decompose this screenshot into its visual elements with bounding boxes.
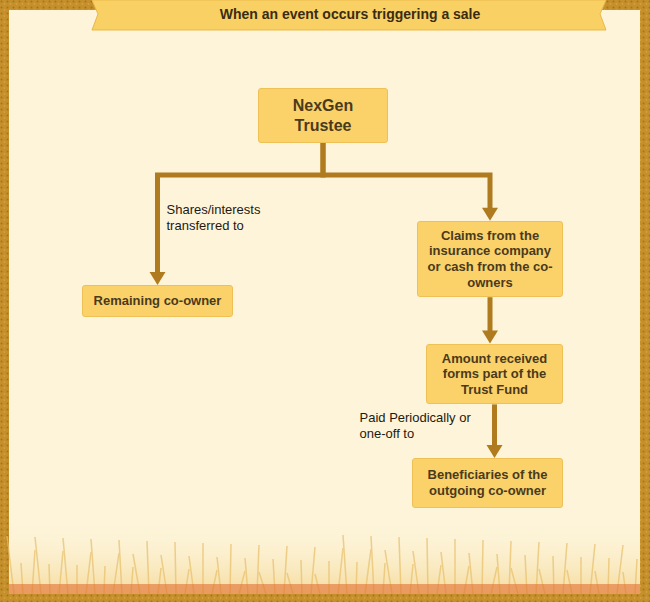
arrow-head xyxy=(482,331,498,344)
box-text: Amount received forms part of the Trust … xyxy=(435,351,555,398)
box-text: Claims from the insurance company or cas… xyxy=(428,228,553,290)
flow-arrow xyxy=(487,404,503,458)
title-banner xyxy=(92,0,606,30)
arrow-head xyxy=(487,445,503,458)
flow-arrow xyxy=(150,143,324,285)
process-box: NexGen Trustee xyxy=(258,88,388,143)
process-box: Amount received forms part of the Trust … xyxy=(426,344,563,405)
inner-panel xyxy=(9,10,640,594)
box-text: Remaining co-owner xyxy=(94,293,222,309)
arrow-head xyxy=(482,208,498,221)
box-text: NexGen Trustee xyxy=(273,96,373,134)
process-box: Remaining co-owner xyxy=(82,285,233,317)
process-box: Claims from the insurance company or cas… xyxy=(417,221,563,297)
edge-label: Shares/interests transferred to xyxy=(165,202,299,233)
diagram-title: When an event occurs triggering a sale xyxy=(95,6,605,22)
flow-arrow xyxy=(482,297,498,343)
flow-arrow xyxy=(323,143,498,221)
grass-ground xyxy=(9,520,640,594)
connector-line xyxy=(492,404,497,448)
process-box: Beneficiaries of the outgoing co-owner xyxy=(412,458,563,508)
connector-line xyxy=(158,143,324,275)
connector-line xyxy=(488,297,493,333)
connector-line xyxy=(323,143,490,211)
box-text: Beneficiaries of the outgoing co-owner xyxy=(428,467,548,498)
grass-flowers xyxy=(9,584,640,594)
edge-label: Paid Periodically or one-off to xyxy=(358,410,487,441)
arrow-head xyxy=(150,272,166,285)
